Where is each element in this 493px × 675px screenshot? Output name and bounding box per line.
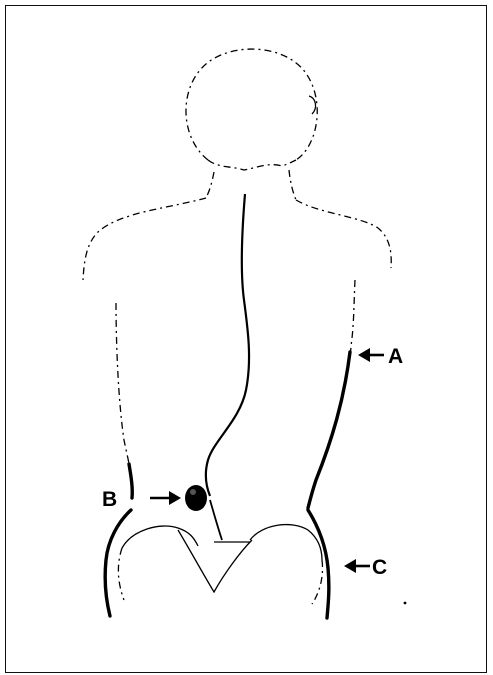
right-hip-thick (308, 510, 329, 618)
lump-highlight (190, 489, 196, 495)
arrow-a (358, 348, 384, 362)
arrow-c (344, 559, 370, 573)
left-waist-thick (129, 464, 132, 498)
neck-left (206, 172, 214, 198)
label-a: A (388, 345, 403, 368)
left-buttock-lower (118, 548, 124, 600)
stray-dot (404, 602, 407, 605)
label-b: B (102, 488, 117, 511)
left-shoulder (83, 198, 206, 280)
neck-base (208, 160, 296, 170)
right-buttock-lower (312, 560, 323, 604)
lower-spine (210, 500, 222, 540)
rib-hump-lump (185, 485, 207, 511)
sacral-v (178, 530, 252, 592)
right-torso-outline (350, 280, 355, 355)
left-hip-thick (105, 510, 131, 616)
right-flank-thick (308, 352, 350, 508)
label-c: C (372, 556, 387, 579)
right-shoulder (296, 200, 391, 268)
right-buttock (250, 525, 322, 560)
arrow-b (150, 491, 181, 505)
neck-right (289, 170, 296, 200)
spine (206, 194, 249, 496)
head-outline (186, 49, 317, 160)
ear-outline (309, 96, 316, 114)
left-torso-outline (116, 303, 129, 464)
